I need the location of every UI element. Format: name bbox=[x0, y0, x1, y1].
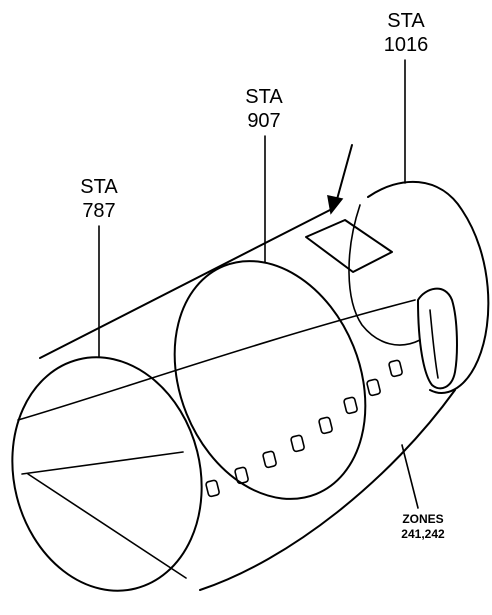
sta-787-label-line1: STA bbox=[80, 176, 118, 198]
floor-line bbox=[21, 451, 184, 475]
rear-door-cutout bbox=[417, 287, 458, 390]
window bbox=[234, 466, 249, 485]
sta-1016-label-line1: STA bbox=[387, 10, 425, 32]
sta-787-frame bbox=[11, 356, 203, 592]
fuselage-bottom-line bbox=[199, 389, 456, 591]
window-row bbox=[205, 359, 403, 498]
window bbox=[290, 434, 305, 453]
window bbox=[366, 378, 381, 397]
floor-diagonal bbox=[27, 473, 187, 579]
access-panel bbox=[305, 219, 393, 273]
rear-door-edge bbox=[429, 309, 439, 379]
window bbox=[343, 396, 358, 415]
sta-1016-label-line2: 1016 bbox=[384, 34, 429, 56]
zones-label-line2: 241,242 bbox=[401, 527, 445, 541]
window bbox=[388, 359, 403, 378]
window bbox=[205, 479, 220, 498]
zones-leader bbox=[401, 444, 419, 509]
sta-907-frame bbox=[173, 260, 367, 500]
sta-907-label-line1: STA bbox=[245, 86, 283, 108]
window bbox=[262, 450, 277, 469]
sta-907-label-line2: 907 bbox=[247, 110, 280, 132]
arrow-shaft bbox=[335, 144, 353, 204]
fuselage-top-line bbox=[39, 209, 331, 359]
zones-label-line1: ZONES bbox=[402, 512, 443, 526]
sta-1016-frame-outer bbox=[367, 180, 490, 394]
sta-1016-frame-inner bbox=[348, 204, 421, 346]
sta-787-label-line2: 787 bbox=[82, 200, 115, 222]
window bbox=[318, 416, 333, 435]
fuselage-mid-line bbox=[17, 299, 416, 421]
arrow-head bbox=[327, 195, 344, 215]
